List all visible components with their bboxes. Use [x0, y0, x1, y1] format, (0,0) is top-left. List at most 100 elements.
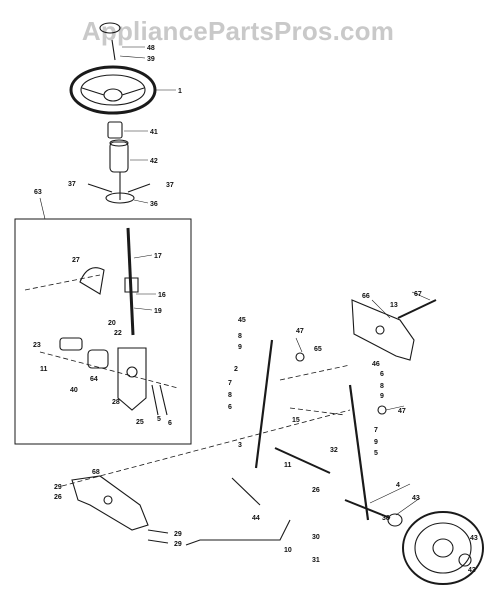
shaft-collar — [59, 337, 83, 351]
label-8-right: 8 — [380, 383, 384, 390]
axle-bolt-1 — [147, 529, 169, 534]
support-bracket — [117, 347, 147, 411]
spindle-shaft — [344, 499, 391, 519]
label-43-hub: 43 — [470, 535, 478, 542]
label-32: 32 — [330, 447, 338, 454]
bearing-pin-right — [127, 183, 151, 193]
bolt-2 — [159, 384, 168, 416]
label-30: 30 — [312, 534, 320, 541]
steering-gear-segment — [79, 267, 105, 295]
label-6-box: 6 — [168, 420, 172, 427]
pinion-gear — [124, 277, 139, 293]
steering-bracket-right — [351, 299, 437, 361]
label-15: 15 — [292, 417, 300, 424]
watermark-text: AppliancePartsPros.com — [82, 16, 394, 46]
label-8-top: 8 — [238, 333, 242, 340]
drag-link-assembly — [61, 339, 387, 546]
label-43-right: 43 — [412, 495, 420, 502]
steering-housing — [109, 141, 129, 173]
bearing-pin-left — [87, 183, 113, 193]
label-9-right: 9 — [380, 393, 384, 400]
front-hub — [432, 538, 454, 558]
housing-top — [109, 139, 129, 147]
bolt-1 — [151, 384, 159, 416]
wheel-spoke-right — [121, 87, 145, 96]
label-29-bolt-2: 29 — [174, 541, 182, 548]
steering-wheel-hub — [103, 88, 123, 102]
drag-link-lower — [231, 477, 261, 506]
label-9-top: 9 — [238, 344, 242, 351]
label-29-left: 29 — [54, 484, 62, 491]
link-axis-3 — [61, 409, 351, 487]
label-16: 16 — [158, 292, 166, 299]
label-64: 64 — [90, 376, 98, 383]
steering-wheel-inner — [80, 74, 146, 106]
label-17: 17 — [154, 253, 162, 260]
label-31: 31 — [312, 557, 320, 564]
label-37-right: 37 — [166, 182, 174, 189]
steering-wheel — [69, 65, 157, 115]
ball-joint-upper — [295, 352, 305, 362]
bracket-hole — [126, 366, 138, 378]
label-20: 20 — [108, 320, 116, 327]
label-40: 40 — [70, 387, 78, 394]
steering-shaft-subassembly — [24, 227, 179, 416]
front-rim — [414, 522, 472, 574]
ball-joint-right — [377, 405, 387, 415]
label-9-lower: 9 — [374, 439, 378, 446]
label-7-right: 7 — [374, 427, 378, 434]
label-6-left: 6 — [228, 404, 232, 411]
bracket-plate-hole — [375, 325, 385, 335]
label-6-right: 6 — [380, 371, 384, 378]
part-labels: 48 39 1 41 42 37 37 36 63 17 27 16 19 20… — [33, 45, 478, 574]
label-39: 39 — [147, 56, 155, 63]
label-10: 10 — [284, 547, 292, 554]
label-46: 46 — [372, 361, 380, 368]
label-4: 4 — [396, 482, 400, 489]
hub-washer — [458, 553, 472, 567]
tie-rod — [274, 447, 331, 474]
label-27: 27 — [72, 257, 80, 264]
pitman-rod — [348, 384, 370, 521]
label-7-left: 7 — [228, 380, 232, 387]
label-13: 13 — [390, 302, 398, 309]
label-38: 38 — [382, 515, 390, 522]
steering-adapter — [107, 121, 123, 139]
label-63: 63 — [34, 189, 42, 196]
label-43-lower: 43 — [468, 567, 476, 574]
spacer — [87, 349, 109, 369]
label-37-left: 37 — [68, 181, 76, 188]
front-axle-bracket — [71, 475, 169, 544]
label-11-center: 11 — [284, 462, 292, 469]
assembly-axis-1 — [24, 274, 101, 291]
label-67: 67 — [414, 291, 422, 298]
bracket-bolt — [397, 299, 437, 319]
label-23: 23 — [33, 342, 41, 349]
wheel-washer — [387, 513, 403, 527]
label-11-left: 11 — [40, 366, 48, 373]
label-19: 19 — [154, 308, 162, 315]
front-wheel-assembly — [344, 499, 484, 585]
spindle-arm — [185, 519, 291, 546]
label-66: 66 — [362, 293, 370, 300]
label-44: 44 — [252, 515, 260, 522]
label-26-left: 26 — [54, 494, 62, 501]
label-65: 65 — [314, 346, 322, 353]
label-68: 68 — [92, 469, 100, 476]
link-axis-2 — [289, 407, 346, 416]
axle-bracket-plate — [71, 475, 149, 531]
label-36: 36 — [150, 201, 158, 208]
bracket-plate — [351, 299, 415, 361]
label-2: 2 — [234, 366, 238, 373]
label-45: 45 — [238, 317, 246, 324]
label-42: 42 — [150, 158, 158, 165]
label-26: 26 — [312, 487, 320, 494]
front-tire — [402, 511, 484, 585]
label-22: 22 — [114, 330, 122, 337]
wheel-screw — [111, 39, 116, 61]
steering-shaft — [126, 227, 135, 336]
label-29-bolt-1: 29 — [174, 531, 182, 538]
wheel-spoke-left — [81, 87, 105, 96]
